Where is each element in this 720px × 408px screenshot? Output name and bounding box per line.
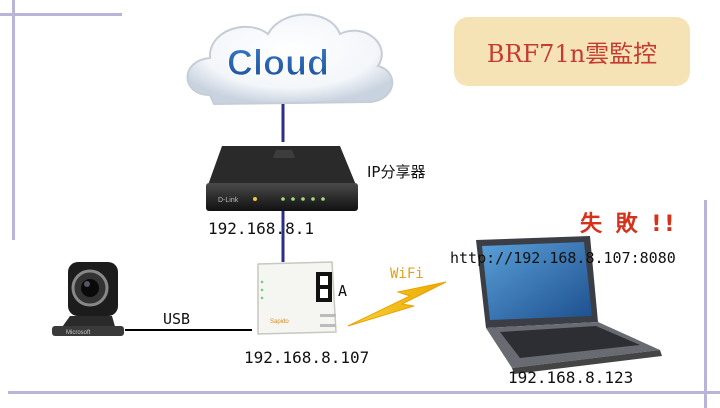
router-name-label: IP分享器 xyxy=(367,163,426,181)
frame-top-line xyxy=(0,13,122,16)
laptop-url-label: http://192.168.8.107:8080 xyxy=(450,249,676,267)
svg-text:D-Link: D-Link xyxy=(218,197,239,204)
device-ip-label: 192.168.8.107 xyxy=(244,348,370,367)
wifi-lightning-icon xyxy=(347,281,447,327)
title-box: BRF71n雲監控 xyxy=(454,17,690,86)
router-ip-label: 192.168.8.1 xyxy=(208,219,314,238)
frame-bottom-line xyxy=(8,391,720,394)
frame-right-line xyxy=(704,200,707,408)
frame-left-line xyxy=(12,0,15,240)
webcam-icon: Microsoft xyxy=(52,262,124,336)
usb-label: USB xyxy=(163,310,191,328)
device-port-label: A xyxy=(338,282,348,300)
router-icon: D-Link xyxy=(206,146,358,211)
wireless-device-icon: Sapido xyxy=(257,261,337,335)
svg-text:Sapido: Sapido xyxy=(270,319,289,325)
cloud-icon: Cloud xyxy=(186,13,394,106)
fail-status-text: 失 敗 !! xyxy=(580,212,678,237)
cloud-label: Cloud xyxy=(227,42,329,83)
laptop-ip-label: 192.168.8.123 xyxy=(508,368,634,387)
svg-text:Microsoft: Microsoft xyxy=(66,330,91,336)
laptop-icon xyxy=(476,236,662,374)
wifi-label: WiFi xyxy=(390,266,424,282)
